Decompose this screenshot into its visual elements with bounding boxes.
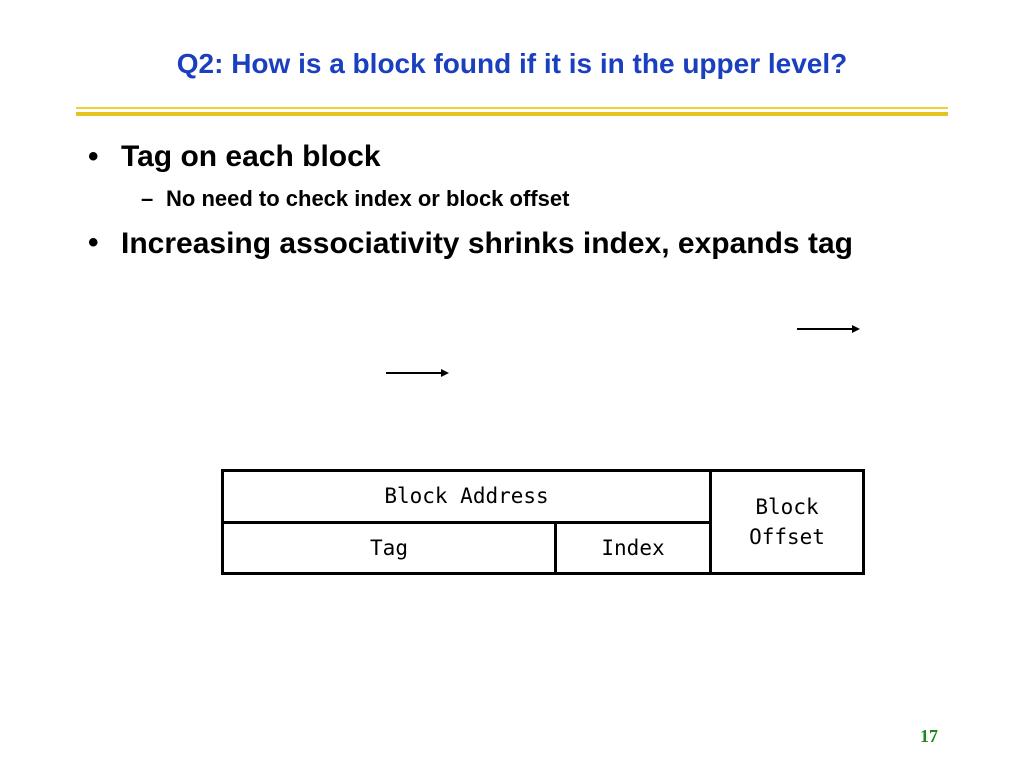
block-offset-label-line1: Block — [755, 495, 819, 519]
index-cell: Index — [554, 520, 712, 575]
bullet-text: Increasing associativity shrinks index, … — [121, 227, 853, 260]
slide-title: Q2: How is a block found if it is in the… — [176, 48, 848, 79]
block-address-label: Block Address — [384, 484, 549, 509]
bullet-marker: • — [88, 140, 99, 173]
address-diagram: Block Address Block Offset Tag Index — [221, 469, 865, 575]
arrow-right-icon — [797, 325, 860, 333]
block-offset-label-line2: Offset — [749, 525, 825, 549]
bullet-text: Tag on each block — [121, 140, 381, 173]
bullet-marker: • — [88, 226, 99, 259]
arrow-right-icon — [386, 369, 449, 377]
title-divider-thick — [76, 112, 948, 116]
tag-label: Tag — [370, 535, 408, 560]
block-address-cell: Block Address — [221, 469, 712, 524]
title-divider — [76, 107, 948, 109]
index-label: Index — [601, 535, 665, 560]
tag-cell: Tag — [221, 520, 557, 575]
block-offset-cell: Block Offset — [709, 469, 865, 575]
sub-bullet-marker: – — [141, 186, 154, 211]
sub-bullet-text: No need to check index or block offset — [166, 186, 570, 211]
slide-number: 17 — [920, 726, 938, 746]
